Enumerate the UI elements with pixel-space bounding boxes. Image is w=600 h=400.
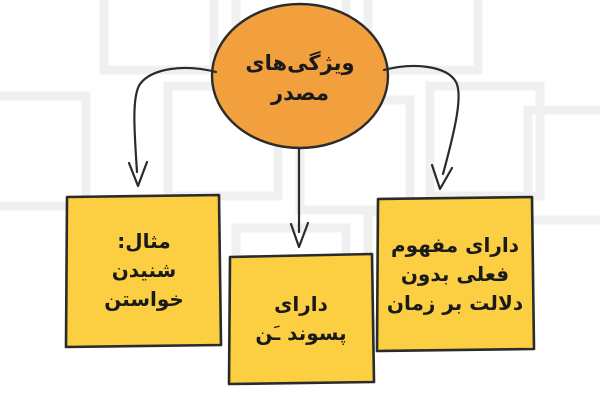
node-root-shape (210, 2, 390, 150)
connector-root-left (127, 66, 218, 188)
connector-root-right (382, 64, 460, 191)
connector-root-middle (289, 146, 310, 249)
node-middle-shape (227, 252, 376, 386)
node-right-shape (375, 195, 536, 353)
node-left-shape (64, 193, 223, 349)
